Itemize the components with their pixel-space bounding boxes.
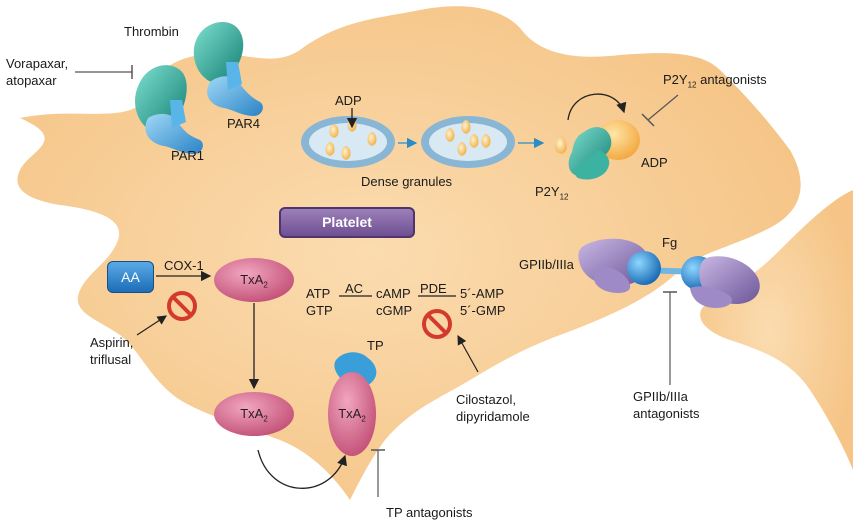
p2y12-label: P2Y12: [535, 184, 569, 202]
amp-label: 5´-AMP: [460, 286, 505, 301]
par1-receptor: [135, 65, 203, 154]
cilostazol-pointer: [457, 334, 479, 373]
txa2-ellipse-1: [214, 258, 294, 302]
txa2-ellipse-2: [214, 392, 294, 436]
aspirin-prohibition-icon: [167, 291, 197, 321]
txa2-binding-arrow: [257, 449, 347, 489]
tp-receptor: [328, 352, 377, 456]
ac-label: AC: [345, 281, 364, 296]
cox1-label: COX-1: [164, 258, 204, 273]
par4-label: PAR4: [227, 116, 260, 131]
dense-granules-label: Dense granules: [361, 174, 453, 189]
p2y12-inhibit-line: [647, 94, 679, 121]
vorapaxar-label: Vorapaxar,: [6, 56, 69, 71]
tp-antagonists-label: TP antagonists: [386, 505, 473, 520]
camp-label: cAMP: [376, 286, 411, 301]
gp-receptor-label: GPIIb/IIIa: [519, 257, 574, 272]
atp-label: ATP: [306, 286, 331, 301]
gp-antagonists-label-2: antagonists: [633, 406, 700, 421]
adjacent-platelet: [700, 190, 853, 470]
txa2-label-1: TxA2: [240, 272, 268, 290]
platelet-badge: Platelet: [279, 207, 415, 238]
adp-granule-label: ADP: [335, 93, 362, 108]
p2y12-inhibit-bar: [641, 113, 655, 127]
dipyridamole-label: dipyridamole: [456, 409, 530, 424]
par1-label: PAR1: [171, 148, 204, 163]
adp-receptor-label: ADP: [641, 155, 668, 170]
aspirin-pointer: [136, 315, 168, 336]
thrombin-label: Thrombin: [124, 24, 179, 39]
adp-feedback-arrow: [567, 93, 627, 121]
pde-prohibition-icon: [422, 309, 452, 339]
gmp-label: 5´-GMP: [460, 303, 506, 318]
atopaxar-label: atopaxar: [6, 73, 57, 88]
cgmp-label: cGMP: [376, 303, 413, 318]
pde-label: PDE: [420, 281, 447, 296]
fibrinogen-label: Fg: [662, 235, 678, 250]
aspirin-label: Aspirin,: [90, 335, 134, 350]
cilostazol-label: Cilostazol,: [456, 392, 516, 407]
dense-granule-2: [421, 116, 515, 168]
arachidonic-acid-box: AA: [107, 261, 154, 293]
dense-granule-1: [301, 116, 395, 168]
tp-label: TP: [367, 338, 384, 353]
par4-receptor: [193, 21, 263, 116]
gtp-label: GTP: [306, 303, 333, 318]
triflusal-label: triflusal: [90, 352, 132, 367]
gp-antagonists-label-1: GPIIb/IIIa: [633, 389, 688, 404]
released-adp-drop: [555, 136, 567, 154]
txa2-label-tp: TxA2: [338, 406, 366, 424]
txa2-label-2: TxA2: [240, 406, 268, 424]
p2y12-antagonists-label: P2Y12 antagonists: [663, 72, 767, 90]
gp-fibrinogen-complex: [578, 238, 760, 308]
p2y12-receptor: [568, 120, 640, 180]
